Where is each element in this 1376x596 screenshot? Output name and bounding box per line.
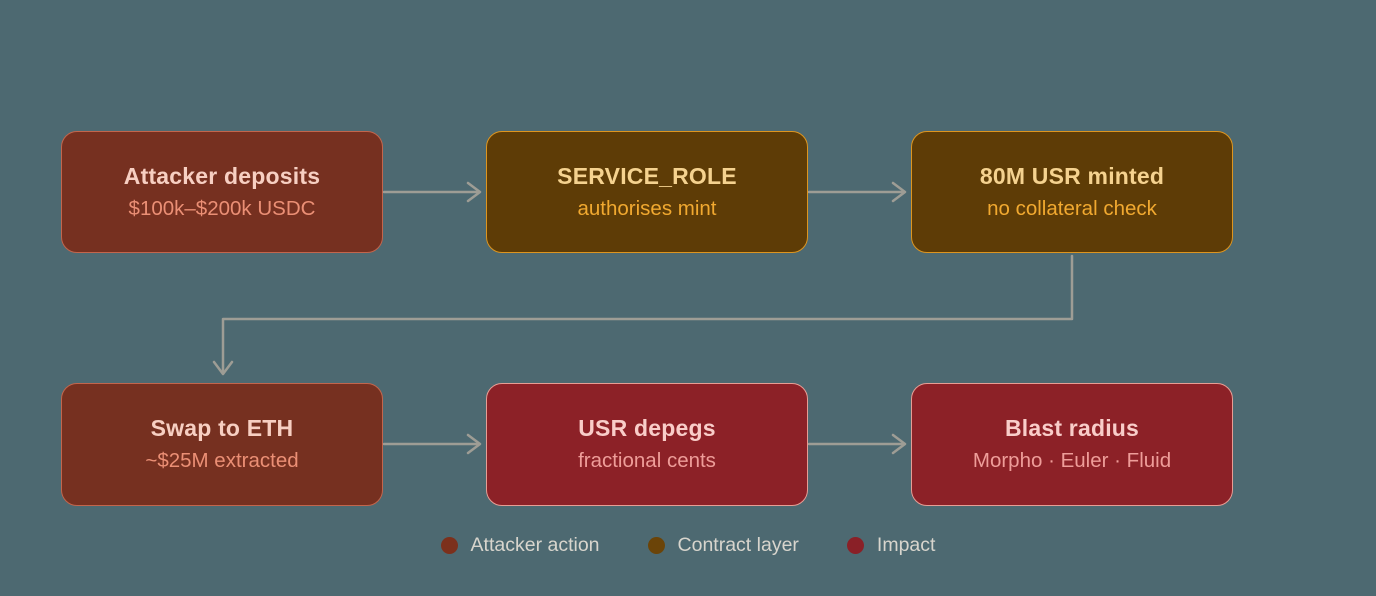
- arrow-servicerole-to-minted: [807, 181, 907, 203]
- node-subtitle: authorises mint: [577, 196, 717, 220]
- node-attacker-deposits: Attacker deposits $100k–$200k USDC: [61, 131, 383, 253]
- arrow-depegs-to-blast: [807, 433, 907, 455]
- arrow-swap-to-depegs: [382, 433, 482, 455]
- legend-item-contract-layer: Contract layer: [647, 534, 799, 556]
- legend-item-impact: Impact: [846, 534, 936, 556]
- arrow-minted-to-swap: [212, 254, 1074, 376]
- node-title: Attacker deposits: [123, 162, 321, 189]
- legend-label: Contract layer: [677, 534, 799, 556]
- legend-item-attacker-action: Attacker action: [440, 534, 600, 556]
- node-blast-radius: Blast radius Morpho · Euler · Fluid: [911, 383, 1233, 506]
- node-usr-minted: 80M USR minted no collateral check: [911, 131, 1233, 253]
- node-subtitle: ~$25M extracted: [145, 449, 299, 473]
- node-subtitle: no collateral check: [987, 196, 1157, 220]
- node-title: Blast radius: [1004, 415, 1140, 442]
- node-subtitle: Morpho · Euler · Fluid: [972, 449, 1172, 473]
- impact-dot-icon: [846, 537, 864, 555]
- node-title: 80M USR minted: [979, 162, 1165, 189]
- attacker-action-dot-icon: [440, 537, 458, 555]
- node-service-role: SERVICE_ROLE authorises mint: [486, 131, 808, 253]
- node-swap-to-eth: Swap to ETH ~$25M extracted: [61, 383, 383, 506]
- contract-layer-dot-icon: [647, 537, 665, 555]
- node-usr-depegs: USR depegs fractional cents: [486, 383, 808, 506]
- arrow-deposits-to-servicerole: [382, 181, 482, 203]
- node-title: Swap to ETH: [150, 415, 294, 442]
- node-subtitle: fractional cents: [578, 449, 716, 473]
- legend-label: Attacker action: [470, 534, 600, 556]
- legend-label: Impact: [876, 534, 936, 556]
- legend: Attacker action Contract layer Impact: [0, 534, 1376, 556]
- node-subtitle: $100k–$200k USDC: [128, 196, 316, 220]
- node-title: SERVICE_ROLE: [557, 162, 737, 189]
- node-title: USR depegs: [578, 415, 716, 442]
